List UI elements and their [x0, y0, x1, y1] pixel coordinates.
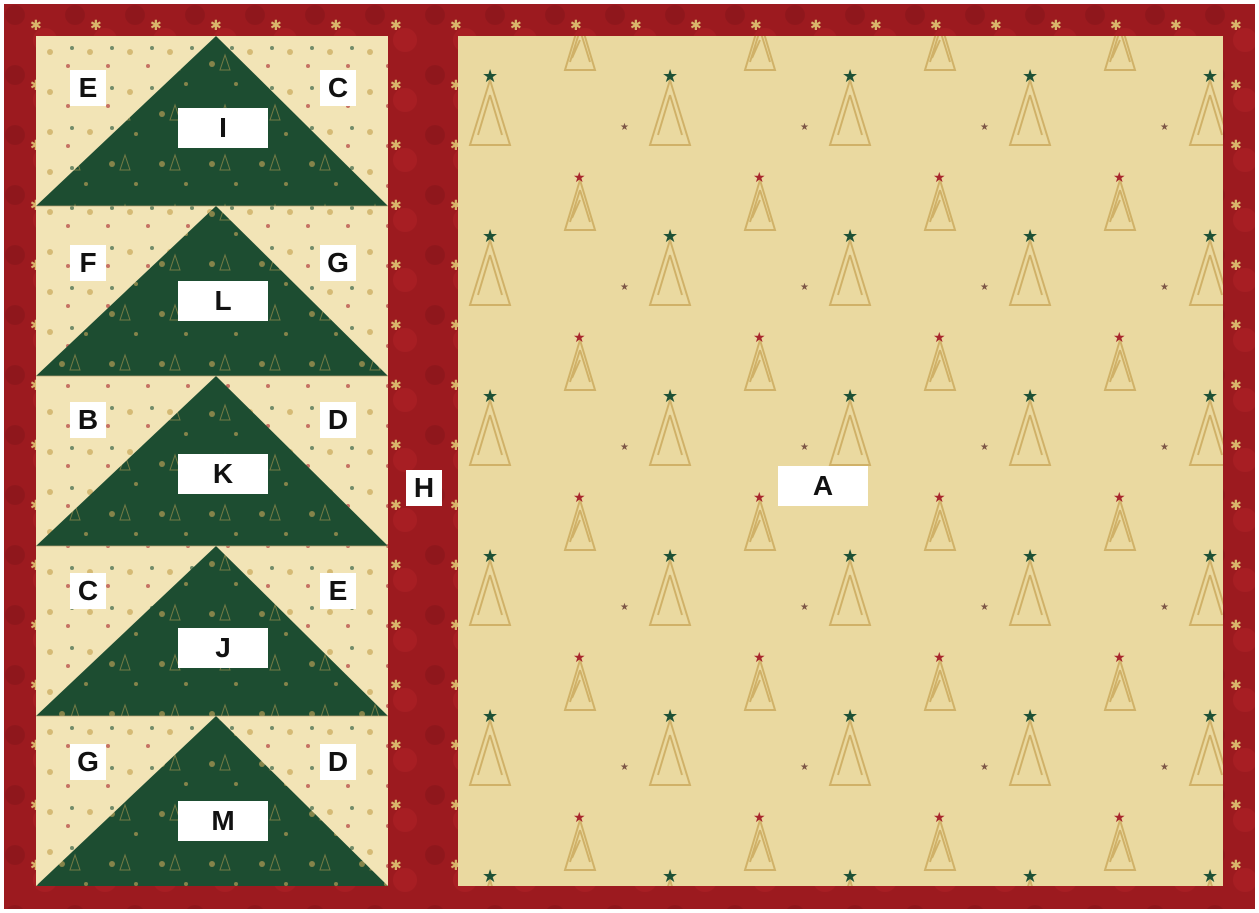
label-block5-center: M [178, 801, 268, 841]
label-block1-center: I [178, 108, 268, 148]
label-block3-right: D [320, 402, 356, 438]
label-sashing: H [406, 470, 442, 506]
label-block4-left: C [70, 573, 106, 609]
label-main-panel: A [778, 466, 868, 506]
label-block4-center: J [178, 628, 268, 668]
label-block5-left: G [70, 744, 106, 780]
label-block1-left: E [70, 70, 106, 106]
label-block4-right: E [320, 573, 356, 609]
label-block2-right: G [320, 245, 356, 281]
label-block1-right: C [320, 70, 356, 106]
label-block3-left: B [70, 402, 106, 438]
label-block2-center: L [178, 281, 268, 321]
label-block2-left: F [70, 245, 106, 281]
main-panel [458, 36, 1223, 886]
sashing-strip [388, 36, 458, 886]
label-block5-right: D [320, 744, 356, 780]
label-block3-center: K [178, 454, 268, 494]
